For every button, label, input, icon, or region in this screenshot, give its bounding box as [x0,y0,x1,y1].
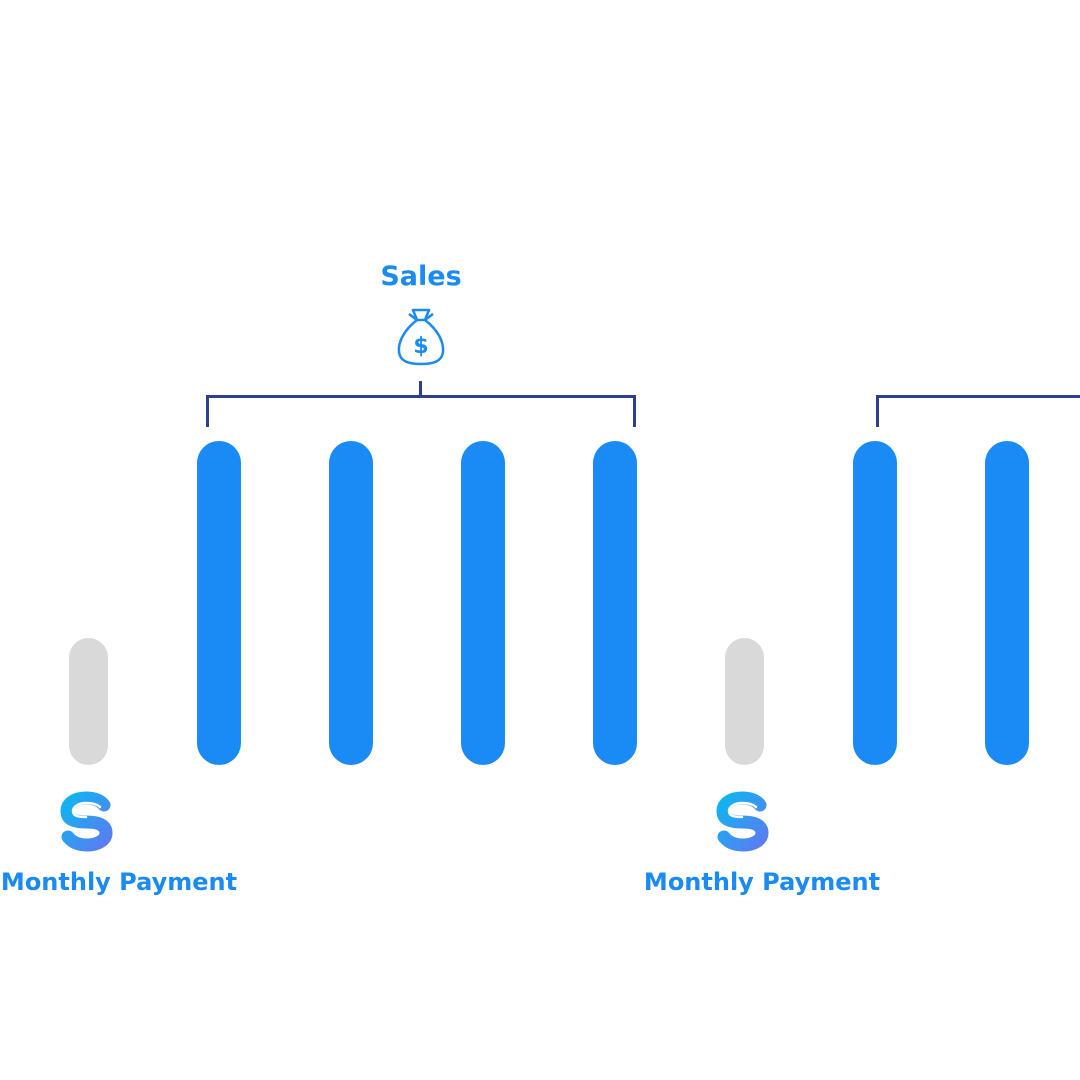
bar-sales-6 [985,441,1029,765]
monthly-payment-label-1: Monthly Payment [0,868,238,896]
bar-sales-4 [593,441,637,765]
bar-sales-1 [197,441,241,765]
bracket-2-left-tick [876,395,879,427]
bracket-2-horizontal [876,395,1080,398]
bar-monthly-payment-1 [69,638,108,765]
bracket-left-tick [206,395,209,427]
dollar-sign-icon [60,788,113,854]
bar-sales-2 [329,441,373,765]
bracket-right-tick [633,395,636,427]
monthly-payment-label-2: Monthly Payment [643,868,881,896]
money-bag-icon: $ [397,308,445,366]
svg-text:$: $ [413,334,428,359]
bar-monthly-payment-2 [725,638,764,765]
bar-sales-5 [853,441,897,765]
sales-title: Sales [380,261,462,292]
bar-sales-3 [461,441,505,765]
bracket-horizontal [206,395,636,398]
dollar-sign-icon [716,788,769,854]
bracket-stem [419,381,422,397]
